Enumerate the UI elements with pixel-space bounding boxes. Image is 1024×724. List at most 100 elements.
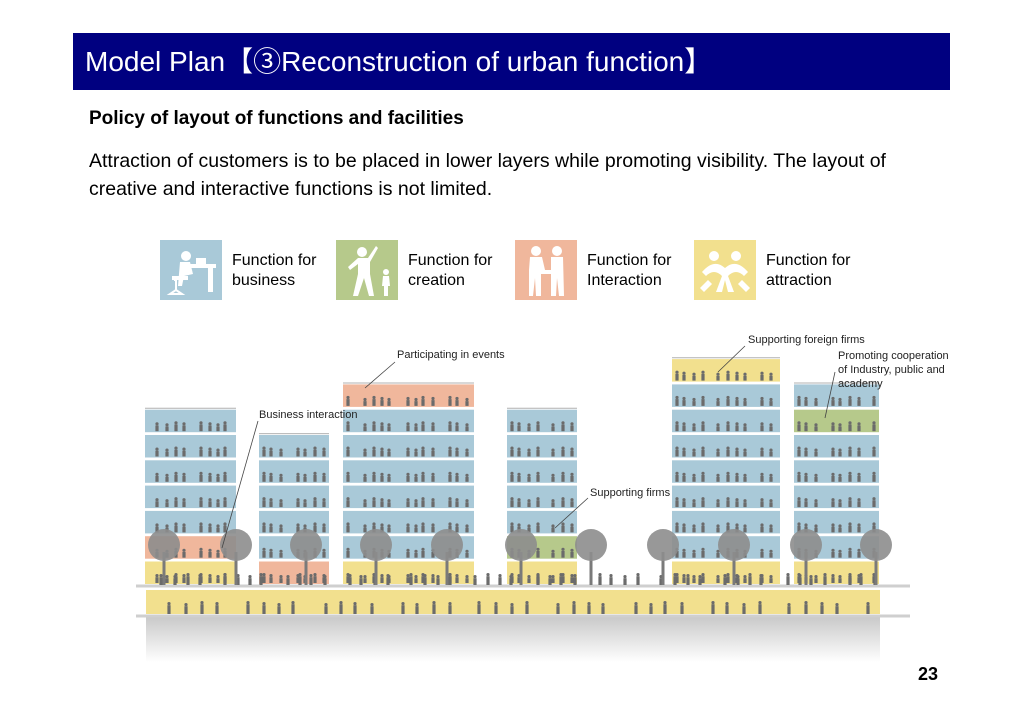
person-figure — [448, 497, 452, 508]
person-figure — [346, 522, 350, 533]
person-figure — [409, 573, 413, 585]
person-figure — [216, 549, 220, 558]
person-figure — [570, 548, 574, 558]
person-figure — [346, 421, 350, 432]
person-figure — [415, 603, 419, 614]
person-figure — [735, 371, 739, 381]
person-figure — [692, 423, 696, 432]
leader-supporting-firms — [554, 497, 589, 529]
person-figure — [573, 574, 577, 585]
person-figure — [455, 523, 459, 533]
page-number: 23 — [918, 664, 939, 684]
person-figure — [735, 472, 739, 482]
building-2-floor — [259, 460, 329, 483]
person-figure — [303, 473, 307, 482]
person-figure — [857, 396, 861, 406]
street-tree — [718, 529, 750, 585]
person-figure — [804, 422, 808, 432]
person-figure — [743, 423, 747, 432]
person-figure — [262, 471, 266, 482]
person-figure — [346, 547, 350, 558]
building-1-roof — [145, 407, 236, 409]
street-tree — [647, 529, 679, 585]
person-figure — [423, 574, 427, 585]
person-figure — [814, 473, 818, 482]
person-figure — [527, 524, 531, 533]
person-figure — [448, 602, 452, 614]
person-figure — [414, 575, 418, 583]
person-figure — [448, 421, 452, 432]
person-figure — [448, 522, 452, 533]
person-figure — [199, 522, 203, 533]
person-figure — [797, 421, 801, 432]
person-figure — [387, 448, 391, 457]
person-figure — [165, 575, 169, 583]
person-figure — [223, 522, 227, 533]
person-figure — [570, 472, 574, 482]
person-figure — [372, 471, 376, 482]
person-figure — [363, 423, 367, 432]
person-figure — [831, 396, 835, 406]
person-figure — [380, 523, 384, 533]
legend-label-business: Function for business — [232, 252, 317, 289]
person-figure — [510, 497, 514, 508]
person-figure — [165, 448, 169, 457]
person-figure — [208, 472, 212, 482]
person-figure — [216, 448, 220, 457]
person-figure — [465, 423, 469, 432]
callout-supporting-firms: Supporting firms — [590, 487, 671, 499]
person-figure — [804, 601, 808, 614]
person-figure — [536, 547, 540, 558]
person-figure — [421, 547, 425, 558]
person-figure — [726, 471, 730, 482]
person-figure — [561, 421, 565, 432]
person-figure — [322, 498, 326, 508]
person-figure — [322, 447, 326, 457]
section-subtitle: Policy of layout of functions and facili… — [89, 108, 464, 129]
person-figure — [323, 575, 327, 585]
person-figure — [551, 448, 555, 457]
person-figure — [527, 499, 531, 508]
building-5-roof — [672, 357, 780, 359]
person-figure — [711, 601, 715, 614]
person-figure — [517, 498, 521, 508]
person-figure — [634, 602, 638, 614]
building-1-floor — [145, 435, 236, 458]
callout-supporting-foreign-firms: Supporting foreign firms — [748, 334, 865, 346]
building-5-floor — [672, 435, 780, 458]
person-figure — [831, 447, 835, 457]
building-2-roof — [259, 433, 329, 435]
person-figure — [386, 574, 390, 585]
person-figure — [551, 473, 555, 482]
building-1-floor — [145, 460, 236, 483]
person-figure — [760, 548, 764, 558]
street-tree — [290, 529, 322, 585]
person-figure — [570, 447, 574, 457]
person-figure — [857, 472, 861, 482]
person-figure — [455, 447, 459, 457]
person-figure — [303, 499, 307, 508]
person-figure — [406, 548, 410, 558]
person-figure — [536, 574, 540, 585]
person-figure — [848, 395, 852, 406]
person-figure — [421, 471, 425, 482]
person-figure — [279, 448, 283, 457]
person-figure — [432, 601, 436, 614]
legend-label-interaction: Function for Interaction — [587, 252, 672, 289]
person-figure — [372, 421, 376, 432]
person-figure — [455, 396, 459, 406]
person-figure — [182, 422, 186, 432]
person-figure — [675, 446, 679, 457]
person-figure — [510, 446, 514, 457]
person-figure — [223, 471, 227, 482]
person-figure — [421, 497, 425, 508]
person-figure — [322, 472, 326, 482]
building-2-floor — [259, 485, 329, 509]
leader-supporting-foreign-firms — [717, 345, 746, 373]
person-figure — [346, 471, 350, 482]
person-figure — [406, 574, 410, 583]
building-6-roof — [794, 382, 879, 384]
person-figure — [675, 395, 679, 406]
person-figure — [322, 548, 326, 558]
person-figure — [726, 446, 730, 457]
